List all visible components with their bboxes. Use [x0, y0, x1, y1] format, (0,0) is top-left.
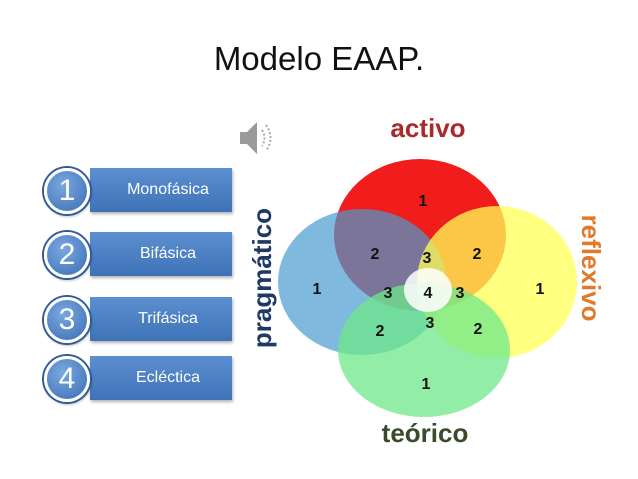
label-teorico: teórico — [382, 418, 469, 448]
region-center-left: 3 — [384, 285, 393, 302]
region-pt: 2 — [376, 323, 385, 340]
item-number: 2 — [44, 232, 90, 278]
item-label: Bifásica — [90, 232, 232, 276]
slide-title: Modelo EAAP. — [213, 40, 425, 77]
label-pragmatico: pragmático — [247, 208, 277, 348]
region-center-top: 3 — [423, 250, 432, 267]
region-a: 1 — [419, 193, 428, 210]
list-item-trifasica: Trifásica 3 — [44, 296, 234, 344]
list-item-bifasica: Bifásica 2 — [44, 231, 234, 279]
list-item-monofasica: Monofásica 1 — [44, 167, 234, 215]
circle-teorico — [338, 283, 510, 417]
region-center-bottom: 3 — [426, 315, 435, 332]
center-region — [404, 268, 452, 312]
label-reflexivo: reflexivo — [576, 215, 606, 322]
item-label: Monofásica — [90, 168, 232, 212]
region-center: 4 — [424, 285, 433, 302]
region-ar: 2 — [473, 246, 482, 263]
speaker-icon[interactable] — [240, 122, 272, 154]
item-number: 1 — [44, 168, 90, 214]
region-t: 1 — [422, 376, 431, 393]
region-p: 1 — [313, 281, 322, 298]
item-number: 3 — [44, 297, 90, 343]
item-number: 4 — [44, 356, 90, 402]
item-label: Trifásica — [90, 297, 232, 341]
item-label: Ecléctica — [90, 356, 232, 400]
region-rt: 2 — [474, 321, 483, 338]
label-activo: activo — [390, 113, 465, 143]
region-center-right: 3 — [456, 285, 465, 302]
region-r: 1 — [536, 281, 545, 298]
region-ap: 2 — [371, 246, 380, 263]
list-item-eclectica: Ecléctica 4 — [44, 355, 234, 403]
